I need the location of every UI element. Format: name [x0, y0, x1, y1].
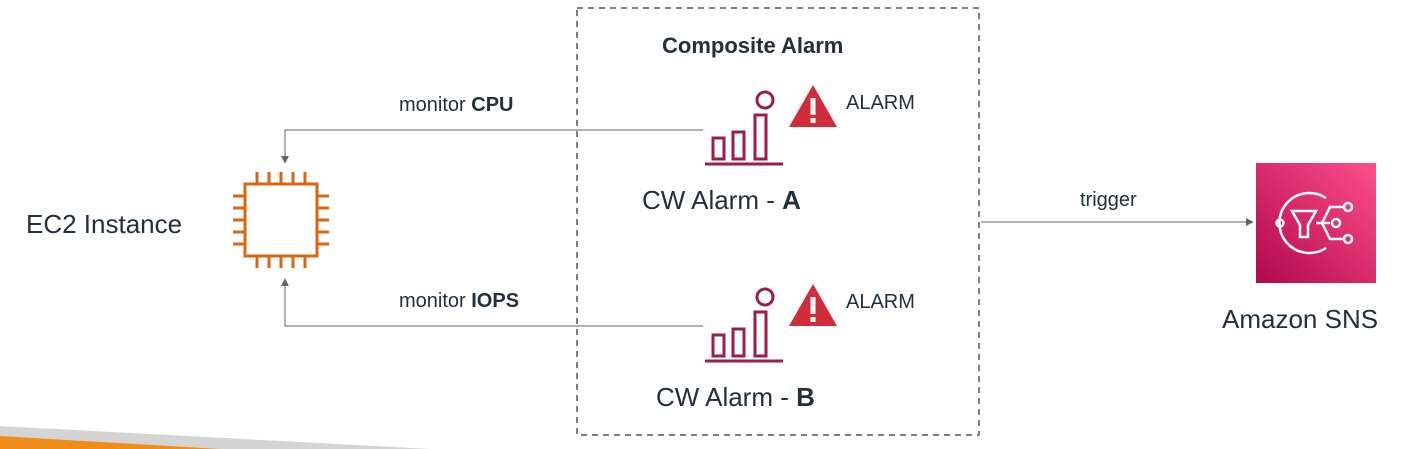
accent-band-orange	[0, 436, 220, 449]
monitor-cpu-label: monitor CPU	[399, 95, 513, 115]
monitor-iops-prefix: monitor	[399, 290, 472, 312]
alarm-a-warning-icon	[789, 85, 837, 127]
alarm-a-state: ALARM	[846, 92, 915, 114]
monitor-cpu-prefix: monitor	[399, 94, 472, 116]
monitor-iops-label: monitor IOPS	[399, 291, 519, 311]
ec2-chip-icon	[233, 172, 329, 268]
connector-cpu	[281, 129, 703, 164]
trigger-label: trigger	[1080, 189, 1137, 211]
cloudwatch-alarm-a-icon	[705, 90, 783, 166]
alarm-a-label: CW Alarm - A	[642, 187, 801, 213]
composite-alarm-title: Composite Alarm	[662, 33, 844, 58]
alarm-a-letter: A	[782, 185, 801, 215]
alarm-a-prefix: CW Alarm -	[642, 185, 783, 215]
composite-alarm-box	[576, 7, 980, 436]
alarm-b-label: CW Alarm - B	[656, 384, 815, 410]
alarm-b-letter: B	[796, 382, 815, 412]
cloudwatch-alarm-b-icon	[705, 287, 783, 363]
connector-iops	[281, 278, 703, 327]
sns-label: Amazon SNS	[1222, 304, 1379, 334]
alarm-b-state: ALARM	[846, 291, 915, 313]
alarm-b-warning-icon	[789, 284, 837, 326]
sns-icon	[1256, 163, 1376, 283]
ec2-instance-label: EC2 Instance	[26, 209, 183, 239]
monitor-iops-metric: IOPS	[471, 290, 520, 312]
alarm-b-prefix: CW Alarm -	[656, 382, 797, 412]
monitor-cpu-metric: CPU	[471, 94, 514, 116]
